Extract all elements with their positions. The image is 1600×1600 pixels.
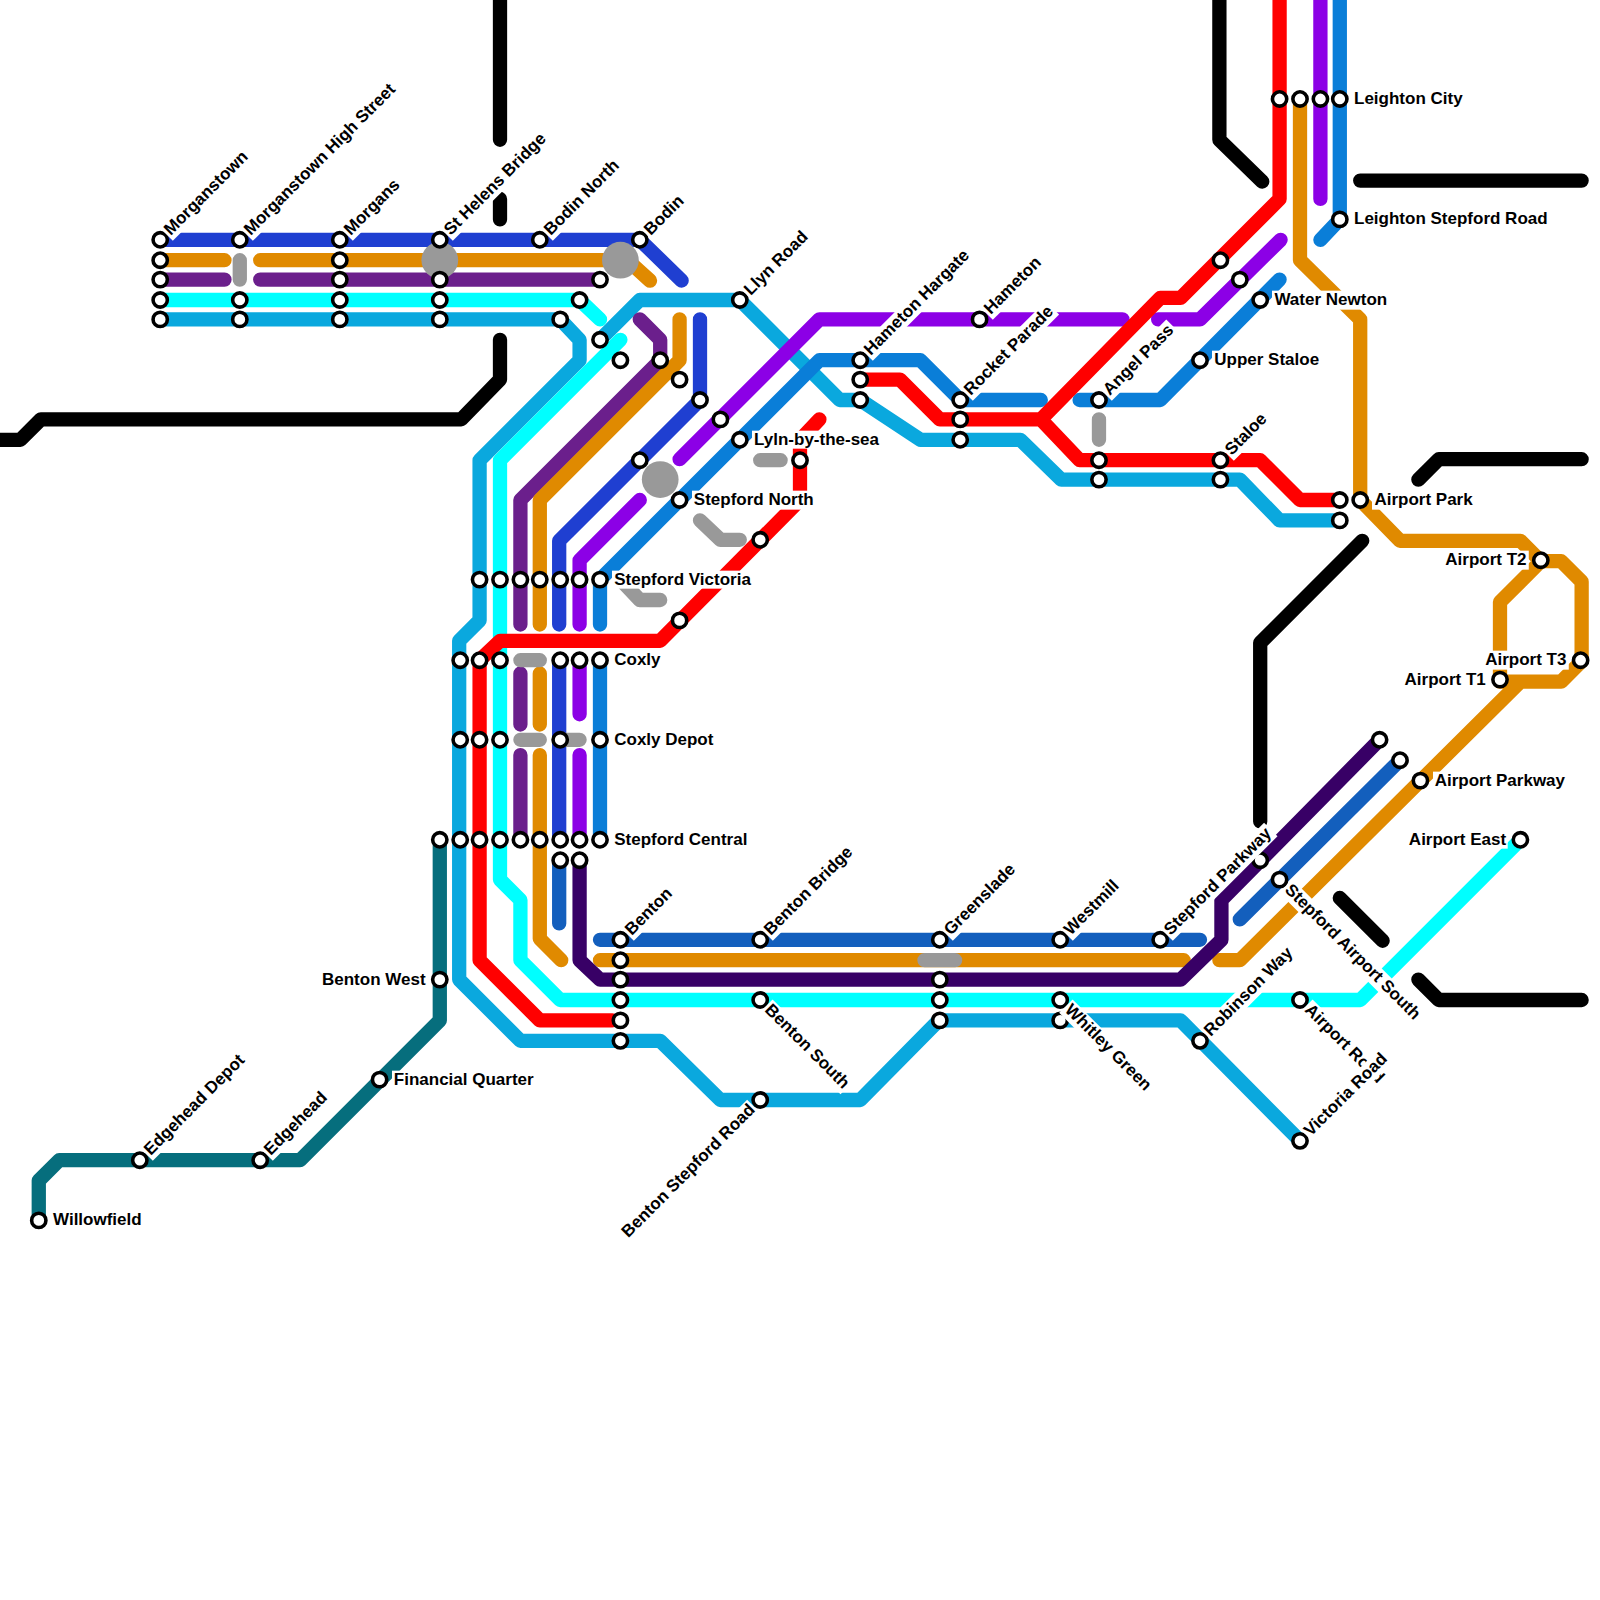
station-label: St Helens Bridge [439,128,551,240]
interchange-blob [602,242,639,279]
station-label: Willowfield [51,1211,144,1230]
interchange-blob [642,461,679,498]
station-label: Airport T1 [1403,670,1488,689]
station-label: Bodin [639,190,689,240]
station-label: Lyln-by-the-sea [752,430,881,449]
station-label: Stepford Central [612,830,749,849]
station-label: Morgans [339,174,405,240]
station-label: Water Newton [1272,291,1389,310]
station-label: Stepford Airport South [1279,879,1425,1025]
station-label: Coxly Depot [612,730,715,749]
station-circles [153,233,447,327]
station-label: Greenslade [939,859,1021,941]
station-label: Stepford North [692,491,816,510]
station-label: Coxly [612,651,662,670]
station-label: Hameton Hargate [860,245,976,361]
station-label: Airport T3 [1483,651,1568,670]
station-label: Llyn Road [739,226,813,300]
station-label: Robinson Way [1200,942,1299,1041]
station-label: Airport T2 [1443,551,1528,570]
station-label: Benton South [760,1000,855,1095]
station-label: Victoria Road [1300,1048,1393,1141]
rail-lines [0,0,1582,1220]
station-circles [433,833,628,1048]
station-label: Leighton City [1352,90,1465,109]
station-label: Whitley Green [1060,1000,1157,1097]
station-label: Westmill [1060,875,1125,940]
station-circles [1272,92,1587,847]
station-label: Airport Park [1372,491,1474,510]
station-label: Stepford Victoria [612,570,753,589]
station-circles [853,253,1267,487]
station-label: Upper Staloe [1212,351,1321,370]
orange-line [160,99,1581,960]
station-label: Edgehead Depot [139,1050,250,1161]
station-label: Leighton Stepford Road [1352,210,1550,229]
station-circles [32,853,1308,1227]
station-markers [32,92,1588,1228]
station-label: Bodin North [539,155,624,240]
red-line [480,0,1340,1020]
teal-line [39,840,440,1221]
cyan-line [160,300,1520,1000]
station-label: Stepford Parkway [1160,823,1278,941]
station-circles [453,572,607,746]
blue-line [160,240,700,840]
station-label: Financial Quarter [392,1070,536,1089]
station-label: Airport Parkway [1433,771,1567,790]
station-label: Benton Bridge [760,841,859,940]
station-label: Staloe [1220,409,1272,461]
station-label: Angel Pass [1098,320,1179,401]
station-label: Benton West [320,970,428,989]
station-label: Rocket Parade [960,301,1060,401]
station-label: Airport East [1407,830,1508,849]
interchange-link [240,260,1099,960]
station-label: Benton [620,883,677,940]
steel-blue-line [559,760,1400,940]
station-label: Edgehead [260,1087,333,1160]
station-label: Benton Stepford Road [617,1100,761,1244]
